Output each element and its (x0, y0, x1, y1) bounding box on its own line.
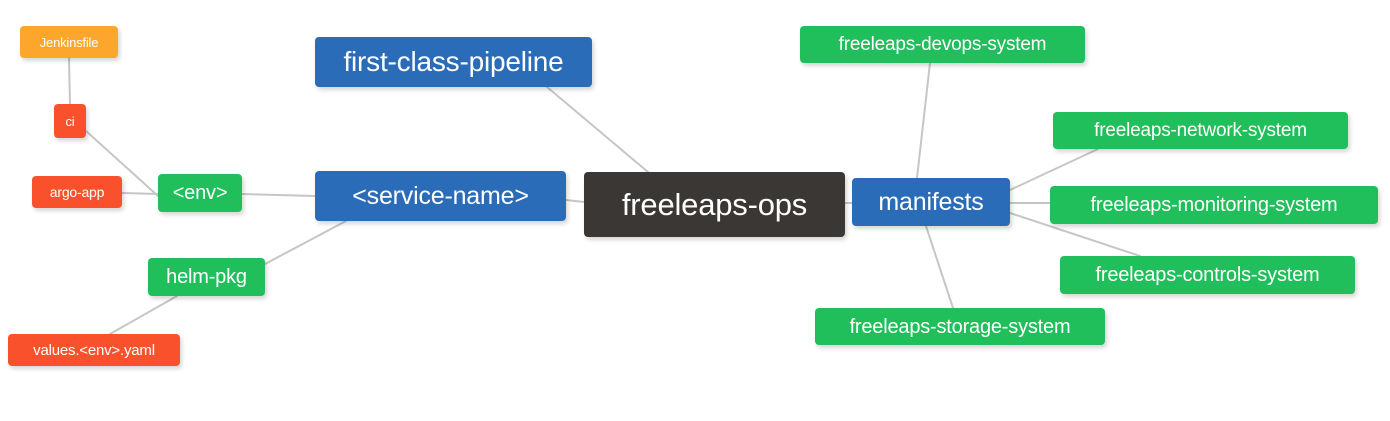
node-argo-app[interactable]: argo-app (32, 176, 122, 208)
node-label-freeleaps-ops: freeleaps-ops (621, 187, 808, 222)
node-first-class-pipeline[interactable]: first-class-pipeline (315, 37, 592, 87)
node-label-first-class-pipeline: first-class-pipeline (343, 46, 564, 77)
node-label-ci: ci (65, 113, 75, 129)
node-freeleaps-devops-system[interactable]: freeleaps-devops-system (800, 26, 1085, 63)
edge-first-class-pipeline-to-freeleaps-ops (546, 86, 649, 173)
node-freeleaps-network-system[interactable]: freeleaps-network-system (1053, 112, 1348, 149)
edge-service-name-to-freeleaps-ops (565, 199, 585, 203)
node-freeleaps-monitoring-system[interactable]: freeleaps-monitoring-system (1050, 186, 1378, 224)
node-label-manifests: manifests (878, 187, 984, 216)
edge-argo-app-to-env (121, 192, 159, 195)
node-label-freeleaps-controls-system: freeleaps-controls-system (1095, 264, 1320, 286)
node-label-freeleaps-storage-system: freeleaps-storage-system (849, 315, 1071, 338)
edge-freeleaps-devops-system-to-manifests (916, 62, 931, 179)
edge-env-to-service-name (241, 193, 316, 197)
node-label-freeleaps-monitoring-system: freeleaps-monitoring-system (1090, 194, 1338, 216)
node-freeleaps-ops[interactable]: freeleaps-ops (584, 172, 845, 237)
node-helm-pkg[interactable]: helm-pkg (148, 258, 265, 296)
node-label-jenkinsfile: Jenkinsfile (39, 34, 99, 50)
node-label-service-name: <service-name> (352, 181, 529, 210)
node-label-env: <env> (172, 182, 228, 204)
node-label-values-yaml: values.<env>.yaml (33, 341, 155, 359)
edge-jenkinsfile-to-ci (68, 57, 71, 105)
node-service-name[interactable]: <service-name> (315, 171, 566, 221)
node-jenkinsfile[interactable]: Jenkinsfile (20, 26, 118, 58)
node-label-freeleaps-network-system: freeleaps-network-system (1094, 120, 1307, 141)
node-label-helm-pkg: helm-pkg (166, 266, 247, 288)
node-freeleaps-storage-system[interactable]: freeleaps-storage-system (815, 308, 1105, 345)
edge-manifests-to-freeleaps-network-system (1009, 148, 1099, 191)
node-label-argo-app: argo-app (49, 184, 105, 200)
edge-values-yaml-to-helm-pkg (109, 295, 178, 335)
edge-helm-pkg-to-service-name (264, 220, 347, 265)
edge-manifests-to-freeleaps-storage-system (925, 225, 954, 309)
node-manifests[interactable]: manifests (852, 178, 1010, 226)
node-freeleaps-controls-system[interactable]: freeleaps-controls-system (1060, 256, 1355, 294)
node-label-freeleaps-devops-system: freeleaps-devops-system (838, 34, 1047, 55)
node-env[interactable]: <env> (158, 174, 242, 212)
node-ci[interactable]: ci (54, 104, 86, 138)
node-values-yaml[interactable]: values.<env>.yaml (8, 334, 180, 366)
